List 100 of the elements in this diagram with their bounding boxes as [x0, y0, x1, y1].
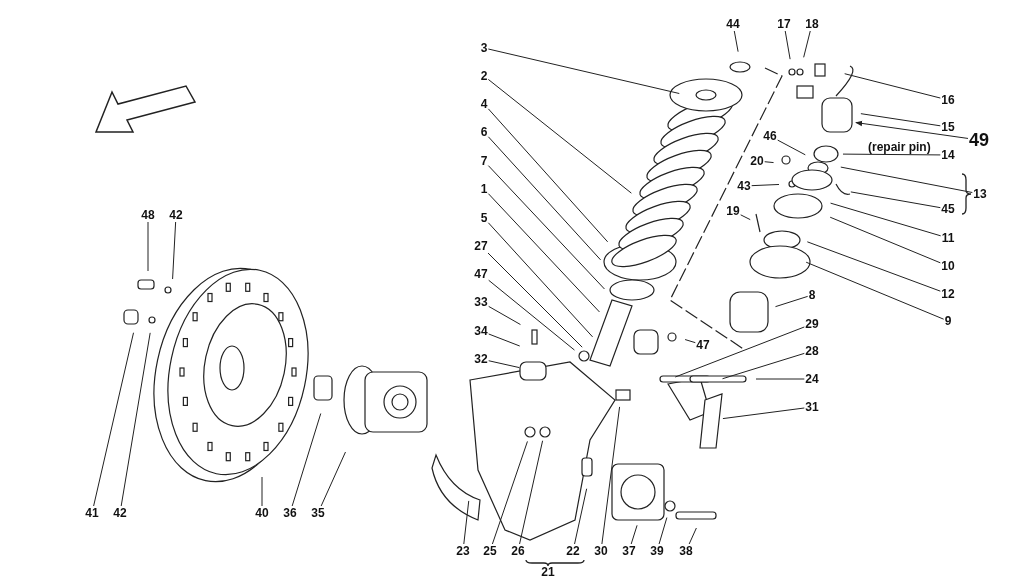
callout-number: 36	[283, 507, 297, 519]
leader-line	[487, 48, 680, 94]
callout-number: 41	[85, 507, 99, 519]
leader-line	[519, 440, 544, 545]
leader-line	[722, 352, 805, 380]
leader-line	[777, 139, 806, 156]
leader-line	[806, 241, 941, 292]
leader-line	[722, 407, 805, 420]
leader-line	[463, 500, 470, 545]
callout-number: 46	[763, 130, 777, 142]
callout-number: 20	[750, 155, 764, 167]
leader-line	[120, 332, 151, 507]
leader-line	[830, 202, 942, 237]
leader-line	[850, 191, 941, 209]
leader-line	[487, 165, 605, 290]
callout-number: 30	[594, 545, 608, 557]
callout-number: 24	[805, 373, 819, 385]
callout-number: 4	[480, 98, 488, 110]
leader-line	[291, 413, 322, 507]
callout-number: 33	[474, 296, 488, 308]
leader-line	[658, 517, 668, 545]
callout-number: 49	[969, 131, 989, 149]
callout-number: 48	[141, 209, 155, 221]
leader-line	[488, 360, 520, 369]
leader-line	[147, 221, 149, 272]
leader-line	[574, 488, 588, 545]
callout-number: 22	[566, 545, 580, 557]
callout-number: 16	[941, 94, 955, 106]
callout-number: 5	[480, 212, 488, 224]
callout-number: 29	[805, 318, 819, 330]
callout-number: 19	[726, 205, 740, 217]
callout-number: 47	[696, 339, 710, 351]
callout-number: 12	[941, 288, 955, 300]
callout-number: 43	[737, 180, 751, 192]
callout-number: 23	[456, 545, 470, 557]
callout-number: 14	[941, 149, 955, 161]
leader-line	[755, 378, 805, 380]
callout-number: 7	[480, 155, 488, 167]
leader-line	[487, 136, 602, 261]
callout-number: 13	[973, 188, 987, 200]
leader-line	[840, 166, 973, 193]
leader-line	[829, 216, 941, 264]
leader-line	[805, 261, 945, 320]
callout-number: 45	[941, 203, 955, 215]
leader-line	[733, 30, 739, 53]
callout-number: 42	[169, 209, 183, 221]
leader-line	[491, 440, 528, 545]
callout-note: (repair pin)	[868, 141, 931, 153]
callout-number: 34	[474, 325, 488, 337]
leader-line	[688, 527, 697, 545]
callout-number: 21	[541, 566, 555, 578]
callout-number: 35	[311, 507, 325, 519]
callout-number: 15	[941, 121, 955, 133]
callout-number: 31	[805, 401, 819, 413]
callout-number: 40	[255, 507, 269, 519]
callout-number: 18	[805, 18, 819, 30]
leader-line	[803, 30, 811, 58]
leader-line	[764, 161, 775, 164]
leader-line	[320, 451, 346, 507]
callout-number: 3	[480, 42, 488, 54]
callout-number: 39	[650, 545, 664, 557]
leader-line	[601, 406, 621, 545]
callout-number: 17	[777, 18, 791, 30]
leader-line	[172, 221, 177, 280]
callout-number: 27	[474, 240, 488, 252]
leader-line	[860, 113, 941, 127]
leader-line	[488, 333, 521, 347]
leader-line	[487, 222, 594, 338]
leader-line	[93, 332, 135, 507]
callout-number: 25	[483, 545, 497, 557]
callout-number: 32	[474, 353, 488, 365]
callout-number: 10	[941, 260, 955, 272]
callout-number: 47	[474, 268, 488, 280]
callout-number: 42	[113, 507, 127, 519]
leader-line	[487, 193, 600, 313]
leader-line	[487, 252, 583, 348]
callout-number: 9	[944, 315, 952, 327]
leader-line	[684, 339, 696, 344]
callout-number: 2	[480, 70, 488, 82]
leader-line	[751, 184, 780, 187]
leader-line	[487, 108, 609, 243]
leader-line	[775, 295, 809, 308]
leader-line	[740, 214, 751, 221]
leader-line	[488, 279, 575, 351]
leader-line	[487, 78, 632, 194]
callout-number: 44	[726, 18, 740, 30]
callout-number: 26	[511, 545, 525, 557]
callout-number: 38	[679, 545, 693, 557]
callout-number: 1	[480, 183, 488, 195]
leader-line	[630, 524, 638, 545]
callout-number: 37	[622, 545, 636, 557]
callout-number: 8	[808, 289, 816, 301]
leader-line	[844, 73, 941, 99]
leader-line	[488, 305, 521, 326]
callout-number: 11	[941, 232, 955, 244]
leader-line	[784, 30, 791, 60]
leader-line	[855, 120, 969, 139]
leader-line	[842, 153, 941, 156]
leader-line	[674, 326, 805, 378]
callout-number: 28	[805, 345, 819, 357]
